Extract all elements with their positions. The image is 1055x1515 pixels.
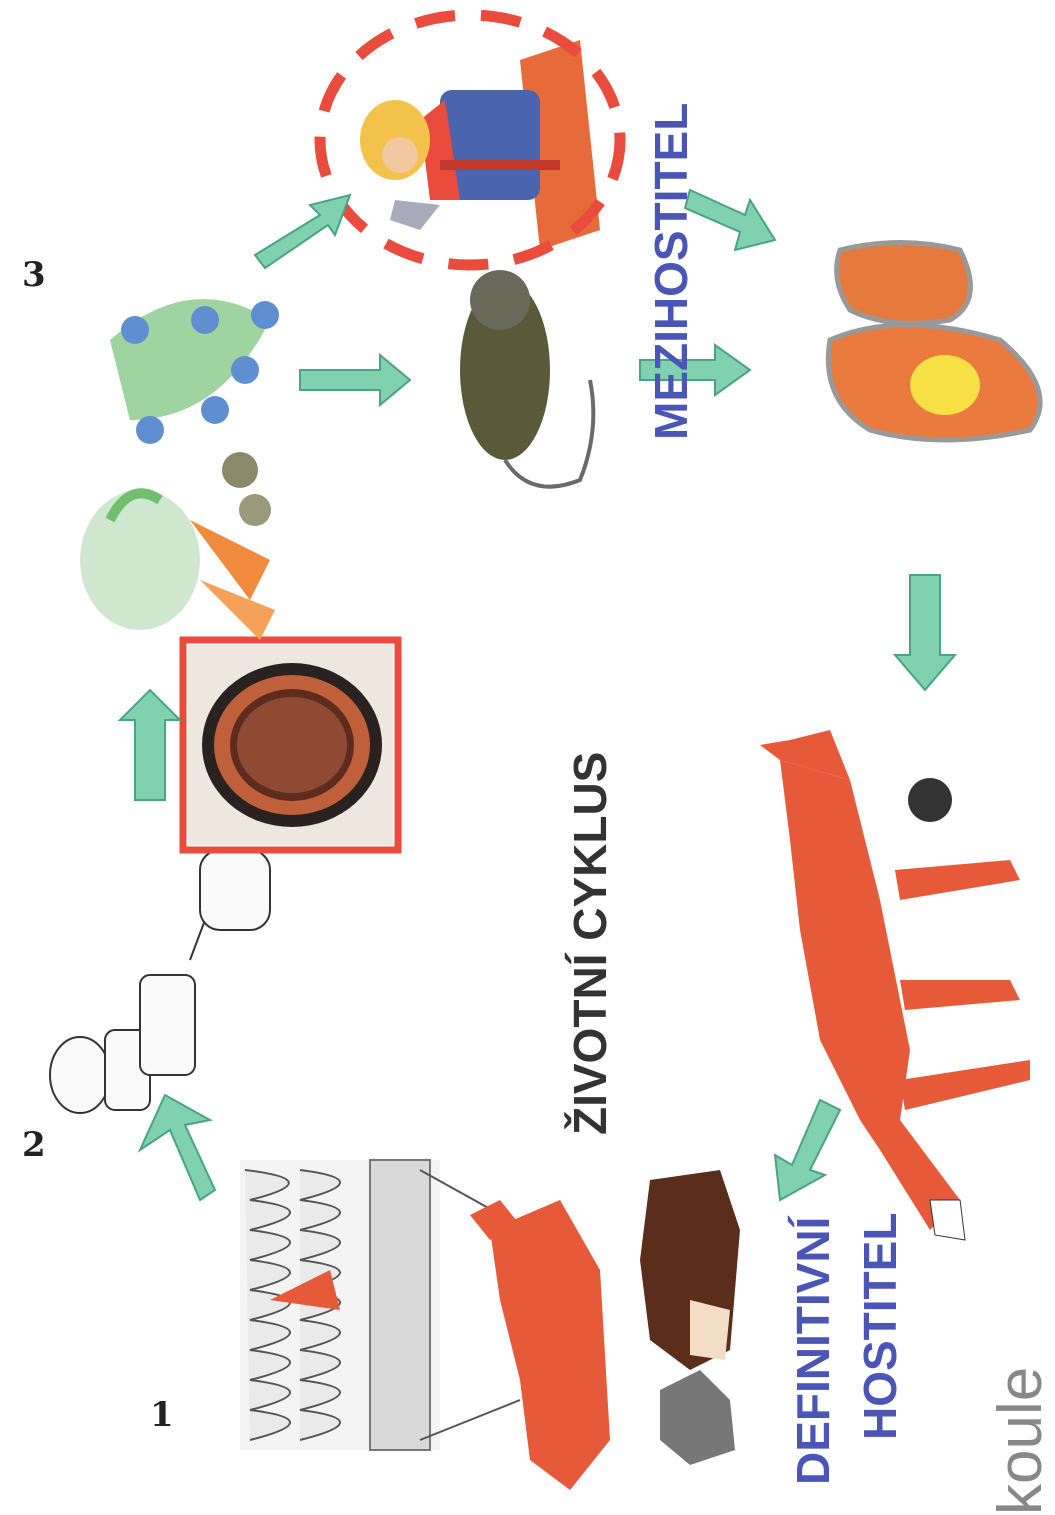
cat-icon xyxy=(660,1370,735,1465)
stage-number-2: 2 xyxy=(22,1125,46,1165)
small-fox-icon xyxy=(470,1200,610,1490)
partial-word-koule: koule xyxy=(985,1367,1055,1515)
intestine-villi-icon xyxy=(240,1160,520,1450)
intermediate-host-label: MEZIHOSTITEL xyxy=(648,103,694,440)
diagram-title: ŽIVOTNÍ CYKLUS xyxy=(563,752,617,1135)
stage-number-3: 3 xyxy=(22,255,46,295)
egg-micrograph-icon xyxy=(183,640,398,850)
stage-number-1: 1 xyxy=(150,1395,174,1435)
liver-cyst-icon xyxy=(828,243,1040,441)
definitive-host-label-line1: DEFINITIVNÍ xyxy=(790,1217,836,1485)
tapeworm-icon xyxy=(50,850,270,1113)
definitive-host-label-line2: HOSTITEL xyxy=(857,1213,903,1440)
human-farmer-icon xyxy=(320,15,620,265)
berries-icon xyxy=(110,299,279,444)
vegetables-icon xyxy=(80,452,275,640)
dog-icon xyxy=(640,1170,740,1370)
mouse-icon xyxy=(460,270,593,487)
